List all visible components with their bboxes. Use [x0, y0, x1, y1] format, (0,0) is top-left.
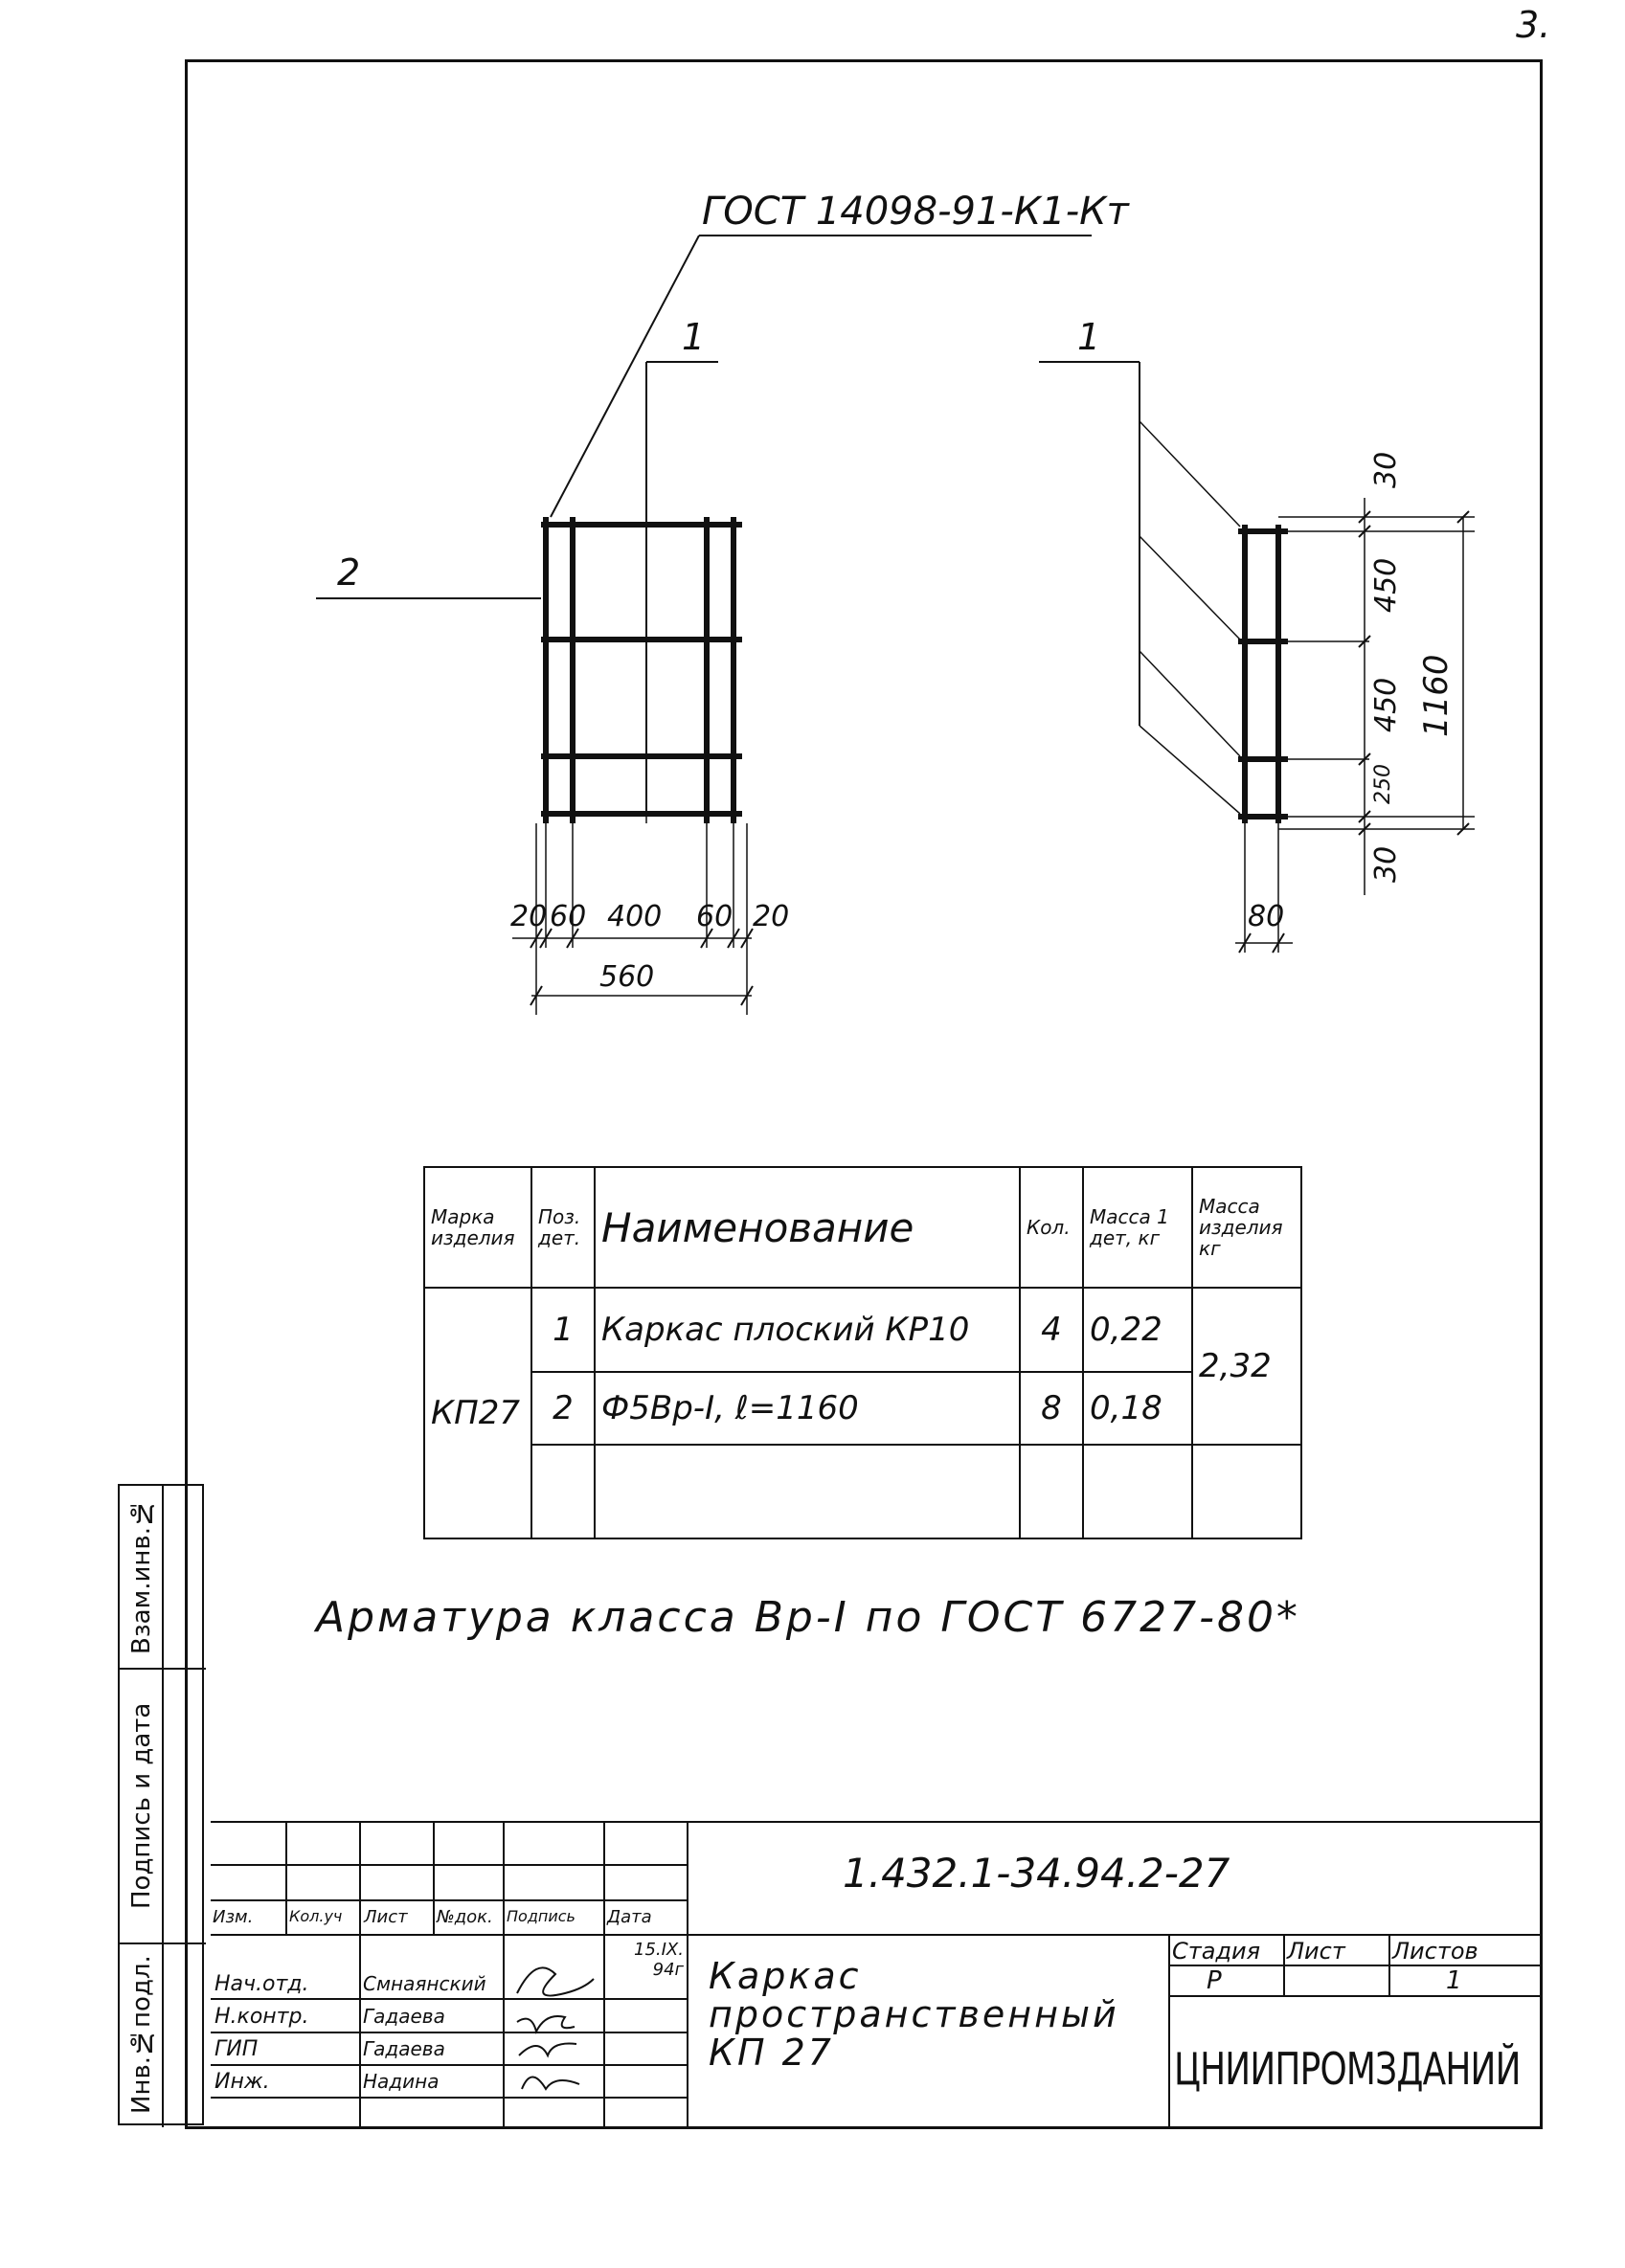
side-stamp: Взам.инв.№ Подпись и дата Инв.№подл. — [118, 1484, 206, 2127]
spec-header-row: Марка изделия Поз. дет. Наименование Кол… — [423, 1166, 1302, 1289]
name-3: Гадаева — [363, 2037, 445, 2060]
dim-plan-5: 20 — [753, 900, 790, 933]
header-qty: Кол. — [1019, 1166, 1084, 1289]
header-mass-item: Масса изделия кг — [1191, 1166, 1302, 1289]
dim-side-3: 450 — [1369, 677, 1403, 732]
dim-side-5: 30 — [1369, 845, 1403, 883]
col-date: Дата — [607, 1907, 652, 1927]
row1-mass: 0,22 — [1082, 1287, 1193, 1373]
col-count: Кол.уч — [289, 1907, 343, 1925]
flat-frame-plan — [541, 517, 742, 823]
side-field-replace-inv: Взам.инв.№ — [127, 1498, 156, 1655]
col-sheet: Лист — [364, 1907, 408, 1927]
dim-plan-4: 60 — [696, 900, 734, 933]
side-field-signature-date: Подпись и дата — [127, 1702, 156, 1910]
row2-mass: 0,18 — [1082, 1371, 1193, 1446]
role-2: Н.контр. — [214, 2005, 309, 2029]
row1-pos: 1 — [530, 1287, 596, 1373]
row1-qty: 4 — [1019, 1287, 1084, 1373]
row2-pos: 2 — [530, 1371, 596, 1446]
callout-leader — [550, 235, 700, 518]
section-mark-left: 1 — [682, 316, 706, 358]
header-pos: Поз. дет. — [530, 1166, 596, 1289]
sign-date: 15.IX. 94г — [634, 1940, 684, 1980]
signatures — [516, 1966, 595, 2091]
dim-plan-3: 400 — [607, 900, 663, 933]
role-1: Нач.отд. — [214, 1972, 309, 1996]
row2-qty: 8 — [1019, 1371, 1084, 1446]
sheets-value: 1 — [1446, 1966, 1462, 1995]
sheet-label: Лист — [1287, 1938, 1345, 1965]
position-mark-2: 2 — [337, 551, 361, 594]
standard-callout: ГОСТ 14098-91-К1-Кт — [702, 190, 1129, 234]
dim-plan-2: 60 — [550, 900, 587, 933]
role-4: Инж. — [214, 2070, 270, 2094]
col-signature: Подпись — [507, 1907, 576, 1925]
dim-side-width: 80 — [1248, 900, 1285, 933]
dim-side-2: 450 — [1369, 557, 1403, 613]
row2-name: Ф5Вр-I, ℓ=1160 — [594, 1371, 1021, 1446]
sheets-label: Листов — [1392, 1938, 1478, 1965]
spec-row-empty — [424, 1444, 1302, 1539]
name-2: Гадаева — [363, 2005, 445, 2028]
header-name: Наименование — [594, 1166, 1021, 1289]
row1-name: Каркас плоский КР10 — [594, 1287, 1021, 1373]
doc-code: 1.432.1-34.94.2-27 — [843, 1850, 1230, 1897]
name-1: Смнаянский — [363, 1972, 486, 1995]
item-mark: КП27 — [423, 1287, 532, 1539]
header-mark: Марка изделия — [423, 1166, 532, 1289]
role-3: ГИП — [214, 2037, 259, 2061]
col-doc-no: №док. — [437, 1907, 493, 1927]
spatial-frame-side — [1238, 525, 1288, 823]
drawing-title: Каркас пространственный КП 27 — [709, 1955, 1119, 2074]
dim-plan-1: 20 — [510, 900, 548, 933]
dim-side-1: 30 — [1369, 451, 1403, 488]
stage-value: Р — [1207, 1966, 1222, 1995]
dim-side-4: 250 — [1371, 764, 1395, 804]
name-4: Надина — [363, 2070, 440, 2093]
side-field-orig-inv: Инв.№подл. — [127, 1955, 156, 2114]
item-mass: 2,32 — [1191, 1287, 1302, 1446]
title-block: 1.432.1-34.94.2-27 Изм. Кол.уч Лист №док… — [211, 1821, 1543, 2129]
dim-side-total: 1160 — [1417, 654, 1456, 737]
section-mark-right: 1 — [1077, 316, 1101, 358]
reinforcement-note: Арматура класса Вр-I по ГОСТ 6727-80* — [316, 1593, 1300, 1642]
stage-label: Стадия — [1172, 1938, 1261, 1965]
spec-row-1: КП27 1 Каркас плоский КР10 4 0,22 2,32 — [423, 1287, 1302, 1539]
page-number: 3. — [1516, 4, 1551, 46]
specification-table: Марка изделия Поз. дет. Наименование Кол… — [423, 1166, 1302, 1539]
dim-plan-total: 560 — [599, 960, 655, 994]
col-change: Изм. — [213, 1907, 254, 1927]
organization: ЦНИИПРОМЗДАНИЙ — [1174, 2043, 1521, 2095]
spec-row-2: 2 Ф5Вр-I, ℓ=1160 8 0,18 — [424, 1371, 1301, 1446]
header-mass-part: Масса 1 дет, кг — [1082, 1166, 1193, 1289]
